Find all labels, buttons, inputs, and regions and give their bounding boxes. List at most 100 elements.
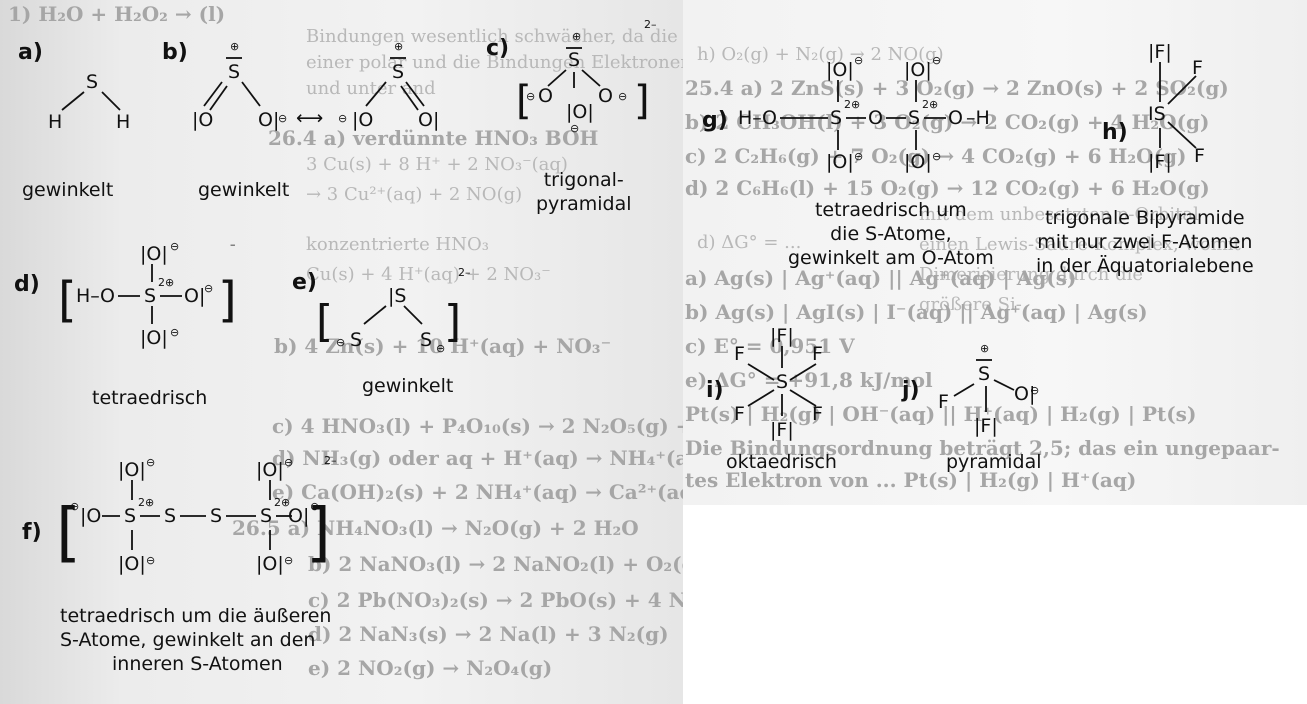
atom-o: |O| — [118, 459, 146, 481]
bg-text-line: 26.4 a) verdünnte HNO₃ BOH — [268, 126, 599, 150]
atom-h: H– — [738, 107, 762, 129]
structure-g-disulfuric-acid: |O| ⊖ |O| ⊖ H– O S 2⊕ O S 2⊕ O –H |O| ⊖ … — [738, 54, 990, 173]
atom-o: |O — [192, 109, 213, 131]
charge-minus: ⊖ — [338, 112, 347, 125]
atom-o: |O| — [256, 459, 284, 481]
caption-line: mit nur zwei F-Atomen — [1037, 231, 1253, 253]
charge-minus: ⊖ — [932, 54, 941, 67]
caption-g: tetraedrisch um die S-Atome, gewinkelt a… — [788, 198, 994, 270]
charge-minus: ⊖ — [336, 336, 345, 349]
atom-o: |O| — [118, 553, 146, 575]
atom-s: S — [776, 371, 788, 393]
atom-h: H — [116, 111, 130, 133]
atom-f: F — [812, 343, 823, 365]
caption-a: gewinkelt — [22, 179, 114, 201]
caption-i: oktaedrisch — [726, 451, 837, 473]
atom-s: S — [86, 71, 98, 93]
bg-text-line: Die Bindungsordnung beträgt 2,5; das ein… — [685, 436, 1280, 460]
charge-minus: ⊖ — [570, 122, 579, 135]
bg-text-line: einen Lewis-Säure-Komplex, womit — [919, 234, 1241, 255]
atom-s: S — [210, 505, 222, 527]
bracket-left: [ — [56, 496, 81, 570]
caption-line: die S-Atome, — [830, 223, 952, 245]
sublabel-e: e) — [292, 270, 317, 295]
atom-s: S — [124, 505, 136, 527]
bg-text-line: Bindungen wesentlich schwächer, da die B… — [306, 26, 783, 47]
bg-text-line: e) ΔG° = +91,8 kJ/mol — [685, 368, 933, 392]
atom-f: F — [812, 403, 823, 425]
structure-f-tetrathionate: [ ] 2– |O| ⊖ |O| ⊖ ⊖ |O S 2⊕ S S S 2⊕ O|… — [56, 454, 337, 575]
atom-h: –H — [966, 107, 990, 129]
bg-text-line: b) Ag(s) | AgI(s) | I⁻(aq) || Ag⁺(aq) | … — [685, 300, 1148, 324]
bg-text-line: a) Ag(s) | Ag⁺(aq) || Ag⁺(aq) | Ag(s) — [685, 266, 1077, 290]
atom-s: S — [830, 107, 842, 129]
atom-f: F — [1192, 57, 1203, 79]
caption-b: gewinkelt — [198, 179, 290, 201]
bg-text-line: b) 4 Zn(s) + 10 H⁺(aq) + NO₃⁻ — [274, 334, 612, 358]
structure-b-so2: ⊕ S |O O| ⊖ ⟷ ⊕ S ⊖ |O O| — [192, 40, 439, 131]
bg-text-line: tes Elektron von ... Pt(s) | H₂(g) | H⁺(… — [685, 468, 1137, 492]
atom-o: O| — [1014, 383, 1035, 405]
bg-text-line: b) 2 CH₃OH(l) + 3 O₂(g) → 2 CO₂(g) + 4 H… — [685, 110, 1210, 134]
bg-text-line: → 3 Cu²⁺(aq) + 2 NO(g) — [306, 184, 523, 205]
charge-minus: ⊖ — [70, 500, 79, 513]
structure-i-sf6: |F| F F S F F |F| — [734, 325, 823, 441]
atom-o: |O| — [140, 327, 168, 349]
caption-line: trigonale Bipyramide — [1045, 207, 1245, 229]
bg-text-line: Pt(s) | H₂(g) | OH⁻(aq) || H⁺(aq) | H₂(g… — [685, 402, 1197, 426]
right-page-scan: h) O₂(g) + N₂(g) → 2 NO(g) 25.4 a) 2 ZnS… — [683, 0, 1307, 505]
atom-o: O| — [258, 109, 279, 131]
atom-s: S — [228, 61, 240, 83]
structure-e-trisulfide: [ ] 2– |S ⊖ S S ⊖ — [316, 266, 471, 355]
bracket-left: [ — [316, 296, 333, 347]
charge-minus: ⊖ — [1030, 384, 1039, 397]
charge-minus: ⊖ — [436, 342, 445, 355]
caption-line: trigonal- — [543, 169, 624, 191]
bg-text-line: c) 2 Pb(NO₃)₂(s) → 2 PbO(s) + 4 NO₂(g) — [308, 588, 746, 612]
atom-o: O — [100, 285, 115, 307]
caption-line: S-Atome, gewinkelt an den — [60, 629, 316, 651]
charge-minus: ⊖ — [284, 456, 293, 469]
sublabel-j: j) — [902, 378, 920, 403]
atom-o: |O| — [140, 243, 168, 265]
bracket-right: ] — [306, 496, 331, 570]
atom-f: F — [938, 391, 949, 413]
atom-s: S — [392, 61, 404, 83]
bg-text-line: e) 2 NO₂(g) → N₂O₄(g) — [308, 656, 553, 680]
bg-text-line: Dimerisierung durch die — [919, 264, 1143, 285]
atom-s: S — [164, 505, 176, 527]
atom-s: |S — [388, 285, 406, 307]
caption-line: pyramidal — [536, 193, 632, 215]
left-page-scan: 1) H₂O + H₂O₂ → (l) Bindungen wesentlich… — [0, 0, 783, 704]
charge-2minus: 2– — [644, 18, 657, 31]
sublabel-b: b) — [162, 40, 188, 65]
bg-text-line: 1) H₂O + H₂O₂ → (l) — [8, 2, 226, 26]
atom-o: O — [538, 85, 553, 107]
caption-line: gewinkelt am O-Atom — [788, 247, 994, 269]
bg-text-line: größere Si- — [919, 294, 1022, 315]
sublabel-g: g) — [702, 108, 728, 133]
atom-s: S — [978, 363, 990, 385]
caption-h: trigonale Bipyramide mit nur zwei F-Atom… — [1036, 206, 1254, 278]
charge-minus: ⊖ — [618, 90, 627, 103]
charge-minus: ⊖ — [310, 500, 319, 513]
bg-text-line: d) 2 NaN₃(s) → 2 Na(l) + 3 N₂(g) — [308, 622, 669, 646]
atom-o: |O| — [256, 553, 284, 575]
bg-text-line: e) Ca(OH)₂(s) + 2 NH₄⁺(aq) → Ca²⁺(aq) — [272, 480, 703, 504]
sublabel-i: i) — [706, 378, 724, 403]
caption-f: tetraedrisch um die äußeren S-Atome, gew… — [60, 604, 331, 676]
atom-o: O| — [184, 285, 205, 307]
atom-f: F — [734, 403, 745, 425]
charge-minus: ⊖ — [854, 150, 863, 163]
atom-h: H– — [76, 285, 100, 307]
charge-minus: ⊖ — [932, 150, 941, 163]
caption-line: in der Äquatorialebene — [1036, 255, 1254, 277]
atom-o: O| — [288, 505, 309, 527]
resonance-arrow: ⟷ — [296, 107, 323, 129]
bracket-right: ] — [218, 272, 237, 328]
bg-text-line: 26.5 a) NH₄NO₃(l) → N₂O(g) + 2 H₂O — [232, 516, 639, 540]
charge-2plus: 2⊕ — [158, 276, 174, 289]
caption-e: gewinkelt — [362, 375, 454, 397]
bracket-left: [ — [58, 272, 77, 328]
atom-o: |O| — [566, 101, 594, 123]
